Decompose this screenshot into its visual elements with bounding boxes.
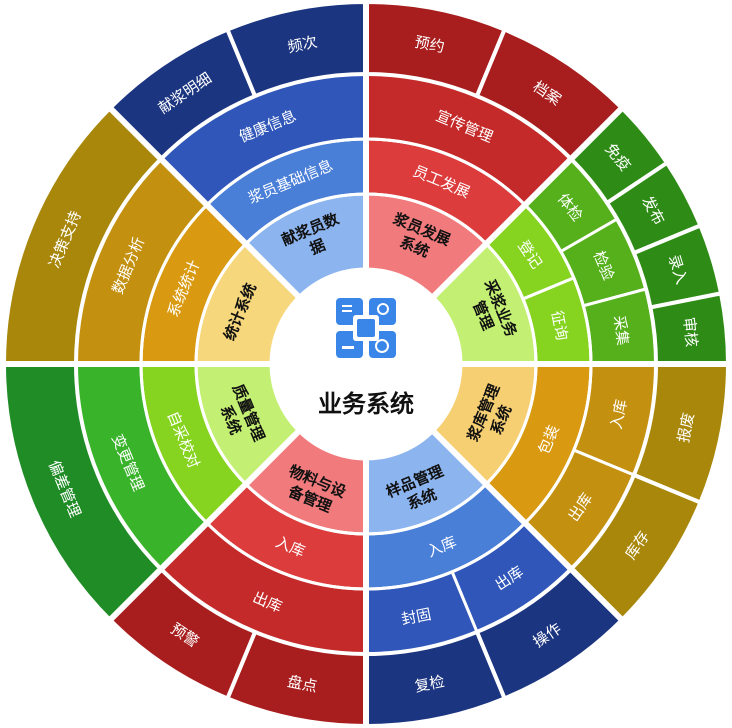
center-circle [271,269,461,459]
ring3-label: 复检 [413,672,446,696]
ring3-label: 预约 [413,33,446,57]
ring3-label: 盘点 [286,672,319,696]
core-label-text-line: 据 [307,236,328,258]
ring3-label: 频次 [286,33,319,57]
ring2-label: 采集 [610,314,632,346]
ring2-label: 入库 [607,398,631,431]
sector-divider [106,429,301,624]
ring3-label: 审核 [680,316,701,348]
sector-divider [431,429,626,624]
center-title: 业务系统 [318,390,414,418]
ring3-label: 报废 [674,411,698,444]
business-system-icon [336,298,396,358]
sector-divider [106,104,301,299]
ring2-label: 封固 [400,605,433,629]
ring1-label: 征询 [548,309,572,342]
center-hub: 业务系统 [271,269,461,459]
sector-divider [431,104,626,299]
